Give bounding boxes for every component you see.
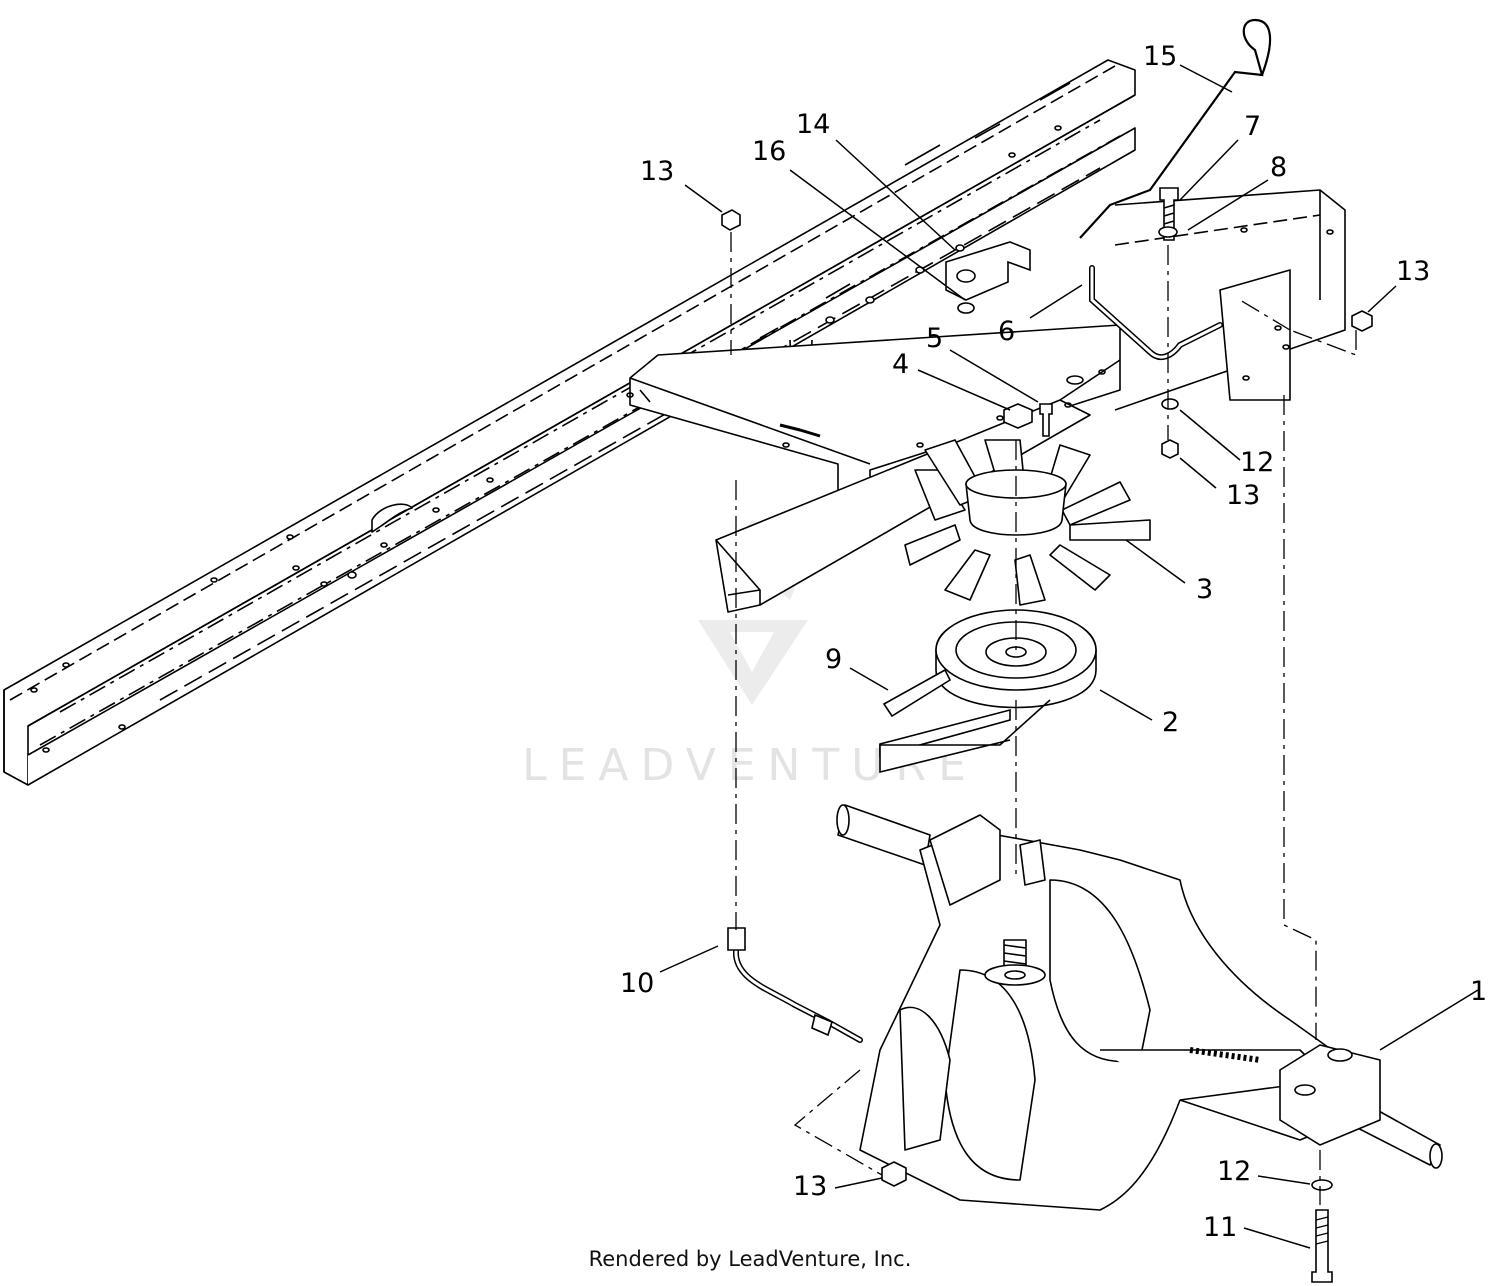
callout-9: 9 [825, 644, 842, 675]
callout-6: 6 [998, 316, 1015, 347]
cooling-fan-part [904, 439, 1151, 606]
callout-13: 13 [1396, 256, 1430, 287]
nut-part [1161, 439, 1179, 459]
drive-belt-part [879, 668, 1051, 774]
nut-part [721, 209, 741, 231]
footer-credit: Rendered by LeadVenture, Inc. [588, 1247, 912, 1271]
washer-part [1161, 398, 1179, 410]
callout-8: 8 [1270, 152, 1287, 183]
bracket-part [945, 241, 1031, 301]
assembly-centerlines [730, 232, 1357, 1205]
callout-13: 13 [793, 1171, 827, 1202]
callout-12: 12 [1240, 447, 1274, 478]
bolt-part [1311, 1209, 1333, 1283]
callout-11: 11 [1203, 1212, 1237, 1243]
control-rod-part [1079, 18, 1264, 239]
hardware-parts [721, 18, 1373, 459]
callout-13: 13 [640, 156, 674, 187]
callout-15: 15 [1143, 41, 1177, 72]
screw-part [1039, 403, 1053, 437]
fitting-part [727, 927, 746, 951]
bypass-rod-part [733, 932, 863, 1043]
callout-labels: 15 14 16 13 7 8 13 6 5 4 12 13 3 9 2 10 … [620, 41, 1487, 1243]
washer-part [1311, 1179, 1333, 1191]
nut-part [1351, 310, 1373, 332]
callout-3: 3 [1196, 574, 1213, 605]
washer-part [1158, 226, 1178, 238]
callout-7: 7 [1244, 111, 1261, 142]
callout-2: 2 [1162, 707, 1179, 738]
fitting-part [811, 1013, 833, 1037]
callout-13: 13 [1226, 480, 1260, 511]
callout-5: 5 [926, 323, 943, 354]
callout-12: 12 [1217, 1156, 1251, 1187]
transaxle-part [836, 804, 1443, 1211]
nut-part [881, 1161, 907, 1187]
washer-part [957, 302, 975, 314]
callout-16: 16 [752, 136, 786, 167]
frame-rails [3, 59, 1346, 786]
callout-14: 14 [796, 109, 830, 140]
callout-4: 4 [892, 349, 909, 380]
callout-10: 10 [620, 968, 654, 999]
nut-part [1003, 403, 1033, 429]
callout-1: 1 [1470, 976, 1487, 1007]
leader-lines [659, 64, 1479, 1249]
